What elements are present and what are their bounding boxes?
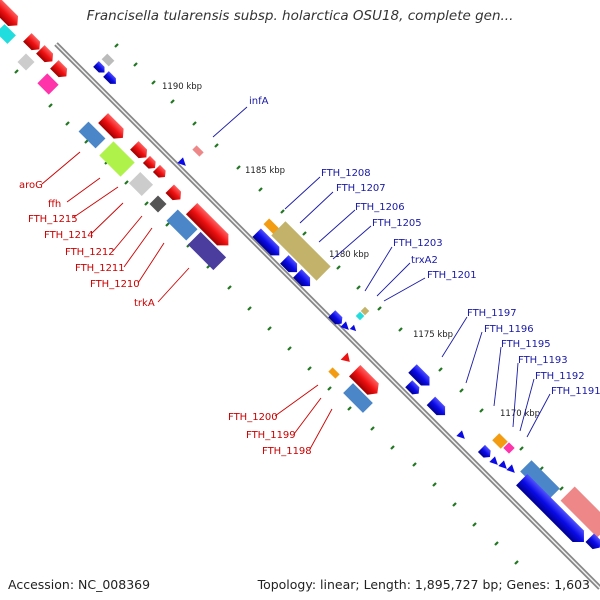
gene-label-ffh[interactable]: ffh (48, 199, 61, 210)
gene-label-FTH_1201[interactable]: FTH_1201 (427, 270, 477, 281)
gene-label-FTH_1191[interactable]: FTH_1191 (551, 386, 600, 397)
feature-block[interactable] (78, 121, 106, 149)
feature-block[interactable] (489, 456, 500, 467)
gene-label-trxA2[interactable]: trxA2 (411, 255, 438, 266)
gene-label-FTH_1215[interactable]: FTH_1215 (28, 214, 78, 225)
feature-block[interactable] (0, 24, 16, 44)
feature-block[interactable] (506, 464, 517, 475)
feature-block[interactable] (328, 367, 340, 379)
forward-strand-features (0, 0, 383, 413)
gene-label-FTH_1192[interactable]: FTH_1192 (535, 371, 585, 382)
feature-block[interactable] (142, 155, 159, 172)
feature-block[interactable] (17, 53, 35, 71)
gene-label-trkA[interactable]: trkA (134, 298, 155, 309)
feature-block[interactable] (187, 231, 227, 271)
feature-block[interactable] (492, 433, 508, 449)
gene-label-FTH_1205[interactable]: FTH_1205 (372, 218, 422, 229)
feature-block[interactable] (426, 396, 450, 420)
feature-block[interactable] (498, 460, 509, 471)
feature-block[interactable] (165, 184, 185, 204)
blue-label-leaders (212, 106, 551, 438)
genome-backbone-highlight (55, 43, 600, 589)
feature-block[interactable] (349, 324, 358, 333)
feature-block[interactable] (516, 474, 590, 548)
reverse-strand-features (93, 53, 600, 552)
gene-label-aroG[interactable]: aroG (19, 180, 43, 191)
accession-text: Accession: NC_008369 (8, 577, 151, 592)
feature-block[interactable] (355, 311, 365, 321)
gene-label-FTH_1212[interactable]: FTH_1212 (65, 247, 115, 258)
feature-block[interactable] (520, 460, 560, 500)
feature-block[interactable] (263, 218, 280, 235)
gene-label-FTH_1199[interactable]: FTH_1199 (246, 430, 296, 441)
feature-block[interactable] (252, 228, 283, 259)
kbp-label: 1185 kbp (245, 166, 285, 176)
gene-label-FTH_1207[interactable]: FTH_1207 (336, 183, 386, 194)
feature-block[interactable] (185, 202, 234, 251)
feature-block[interactable] (456, 430, 467, 441)
topology-text: Topology: linear; Length: 1,895,727 bp; … (257, 577, 590, 592)
kbp-label: 1175 kbp (413, 330, 453, 340)
feature-block[interactable] (560, 486, 600, 538)
feature-block[interactable] (408, 364, 433, 389)
feature-block[interactable] (0, 0, 22, 30)
gene-label-FTH_1214[interactable]: FTH_1214 (44, 230, 94, 241)
feature-block[interactable] (99, 141, 135, 177)
feature-block[interactable] (101, 53, 115, 67)
feature-block[interactable] (271, 221, 331, 281)
feature-block[interactable] (477, 444, 494, 461)
gene-label-FTH_1210[interactable]: FTH_1210 (90, 279, 140, 290)
gene-label-FTH_1211[interactable]: FTH_1211 (75, 263, 125, 274)
gene-label-FTH_1206[interactable]: FTH_1206 (355, 202, 405, 213)
gene-label-FTH_1198[interactable]: FTH_1198 (262, 446, 312, 457)
feature-block[interactable] (192, 145, 204, 157)
kbp-label: 1190 kbp (162, 82, 202, 92)
gene-label-FTH_1200[interactable]: FTH_1200 (228, 412, 278, 423)
feature-block[interactable] (149, 195, 167, 213)
feature-block[interactable] (166, 209, 198, 241)
tick-row-upper (114, 43, 584, 511)
kbp-label: 1170 kbp (500, 409, 540, 419)
feature-block[interactable] (585, 533, 600, 552)
gene-label-FTH_1193[interactable]: FTH_1193 (518, 355, 568, 366)
map-title: Francisella tularensis subsp. holarctica… (86, 8, 514, 24)
feature-block[interactable] (343, 383, 373, 413)
gene-label-FTH_1195[interactable]: FTH_1195 (501, 339, 551, 350)
gene-label-FTH_1208[interactable]: FTH_1208 (321, 168, 371, 179)
gene-label-FTH_1196[interactable]: FTH_1196 (484, 324, 534, 335)
feature-block[interactable] (340, 321, 351, 332)
gene-label-FTH_1197[interactable]: FTH_1197 (467, 308, 517, 319)
feature-block[interactable] (98, 113, 128, 143)
feature-block[interactable] (360, 306, 370, 316)
feature-block[interactable] (23, 33, 44, 54)
feature-block[interactable] (152, 164, 169, 181)
gene-label-infA[interactable]: infA (249, 96, 269, 107)
red-label-leaders (41, 151, 333, 450)
gene-label-FTH_1203[interactable]: FTH_1203 (393, 238, 443, 249)
feature-block[interactable] (103, 71, 119, 87)
feature-block[interactable] (50, 60, 71, 81)
feature-block[interactable] (36, 45, 57, 66)
kbp-label: 1180 kbp (329, 250, 369, 260)
feature-block[interactable] (349, 365, 383, 399)
feature-block[interactable] (93, 61, 107, 75)
tick-row-lower (14, 69, 519, 565)
feature-block[interactable] (37, 73, 59, 95)
feature-block[interactable] (340, 352, 354, 366)
feature-block[interactable] (128, 171, 154, 197)
